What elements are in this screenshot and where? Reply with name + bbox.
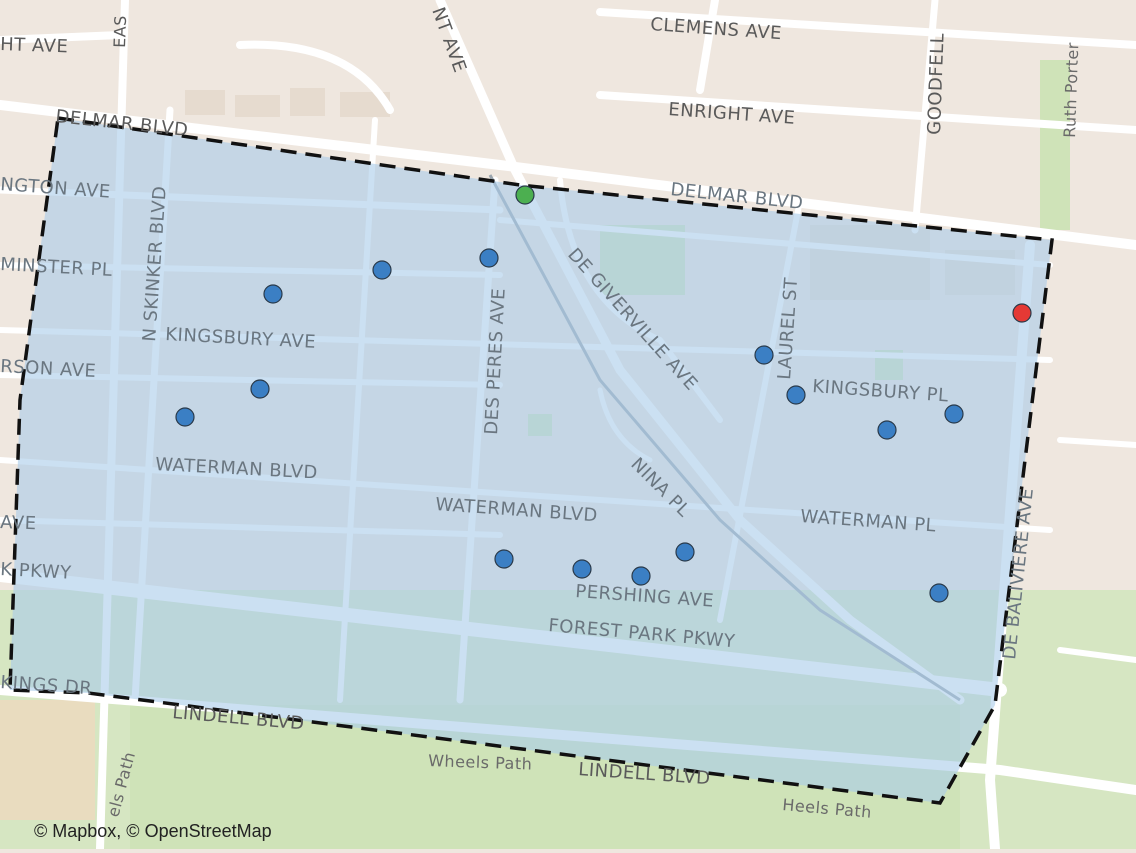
map-marker[interactable] <box>944 404 964 424</box>
map-marker[interactable] <box>929 583 949 603</box>
label-ruth-porter: Ruth Porter <box>1060 42 1082 138</box>
map-marker[interactable] <box>631 566 651 586</box>
map-marker[interactable] <box>479 248 499 268</box>
label-ht-ave: HT AVE <box>0 34 69 57</box>
label-rson-ave: RSON AVE <box>0 356 97 382</box>
map-marker[interactable] <box>572 559 592 579</box>
map-marker[interactable] <box>754 345 774 365</box>
label-wheels-path: Wheels Path <box>428 751 533 774</box>
map-marker[interactable] <box>175 407 195 427</box>
label-eas: EAS <box>110 15 130 48</box>
map-attribution[interactable]: © Mapbox, © OpenStreetMap <box>34 821 272 841</box>
map-marker-end[interactable] <box>1012 303 1032 323</box>
map-marker[interactable] <box>494 549 514 569</box>
location-markers <box>175 185 1032 603</box>
ruth-porter-park <box>1040 60 1070 230</box>
label-ave-fragment: AVE <box>0 512 37 534</box>
map-marker[interactable] <box>372 260 392 280</box>
map-marker[interactable] <box>786 385 806 405</box>
map-marker[interactable] <box>263 284 283 304</box>
campus-area <box>0 700 95 820</box>
map-marker-start[interactable] <box>515 185 535 205</box>
map-marker[interactable] <box>250 379 270 399</box>
map-marker[interactable] <box>877 420 897 440</box>
label-goodfellow: GOODFELL <box>924 33 949 136</box>
map-marker[interactable] <box>675 542 695 562</box>
label-k-pkwy: K PKWY <box>0 559 73 584</box>
